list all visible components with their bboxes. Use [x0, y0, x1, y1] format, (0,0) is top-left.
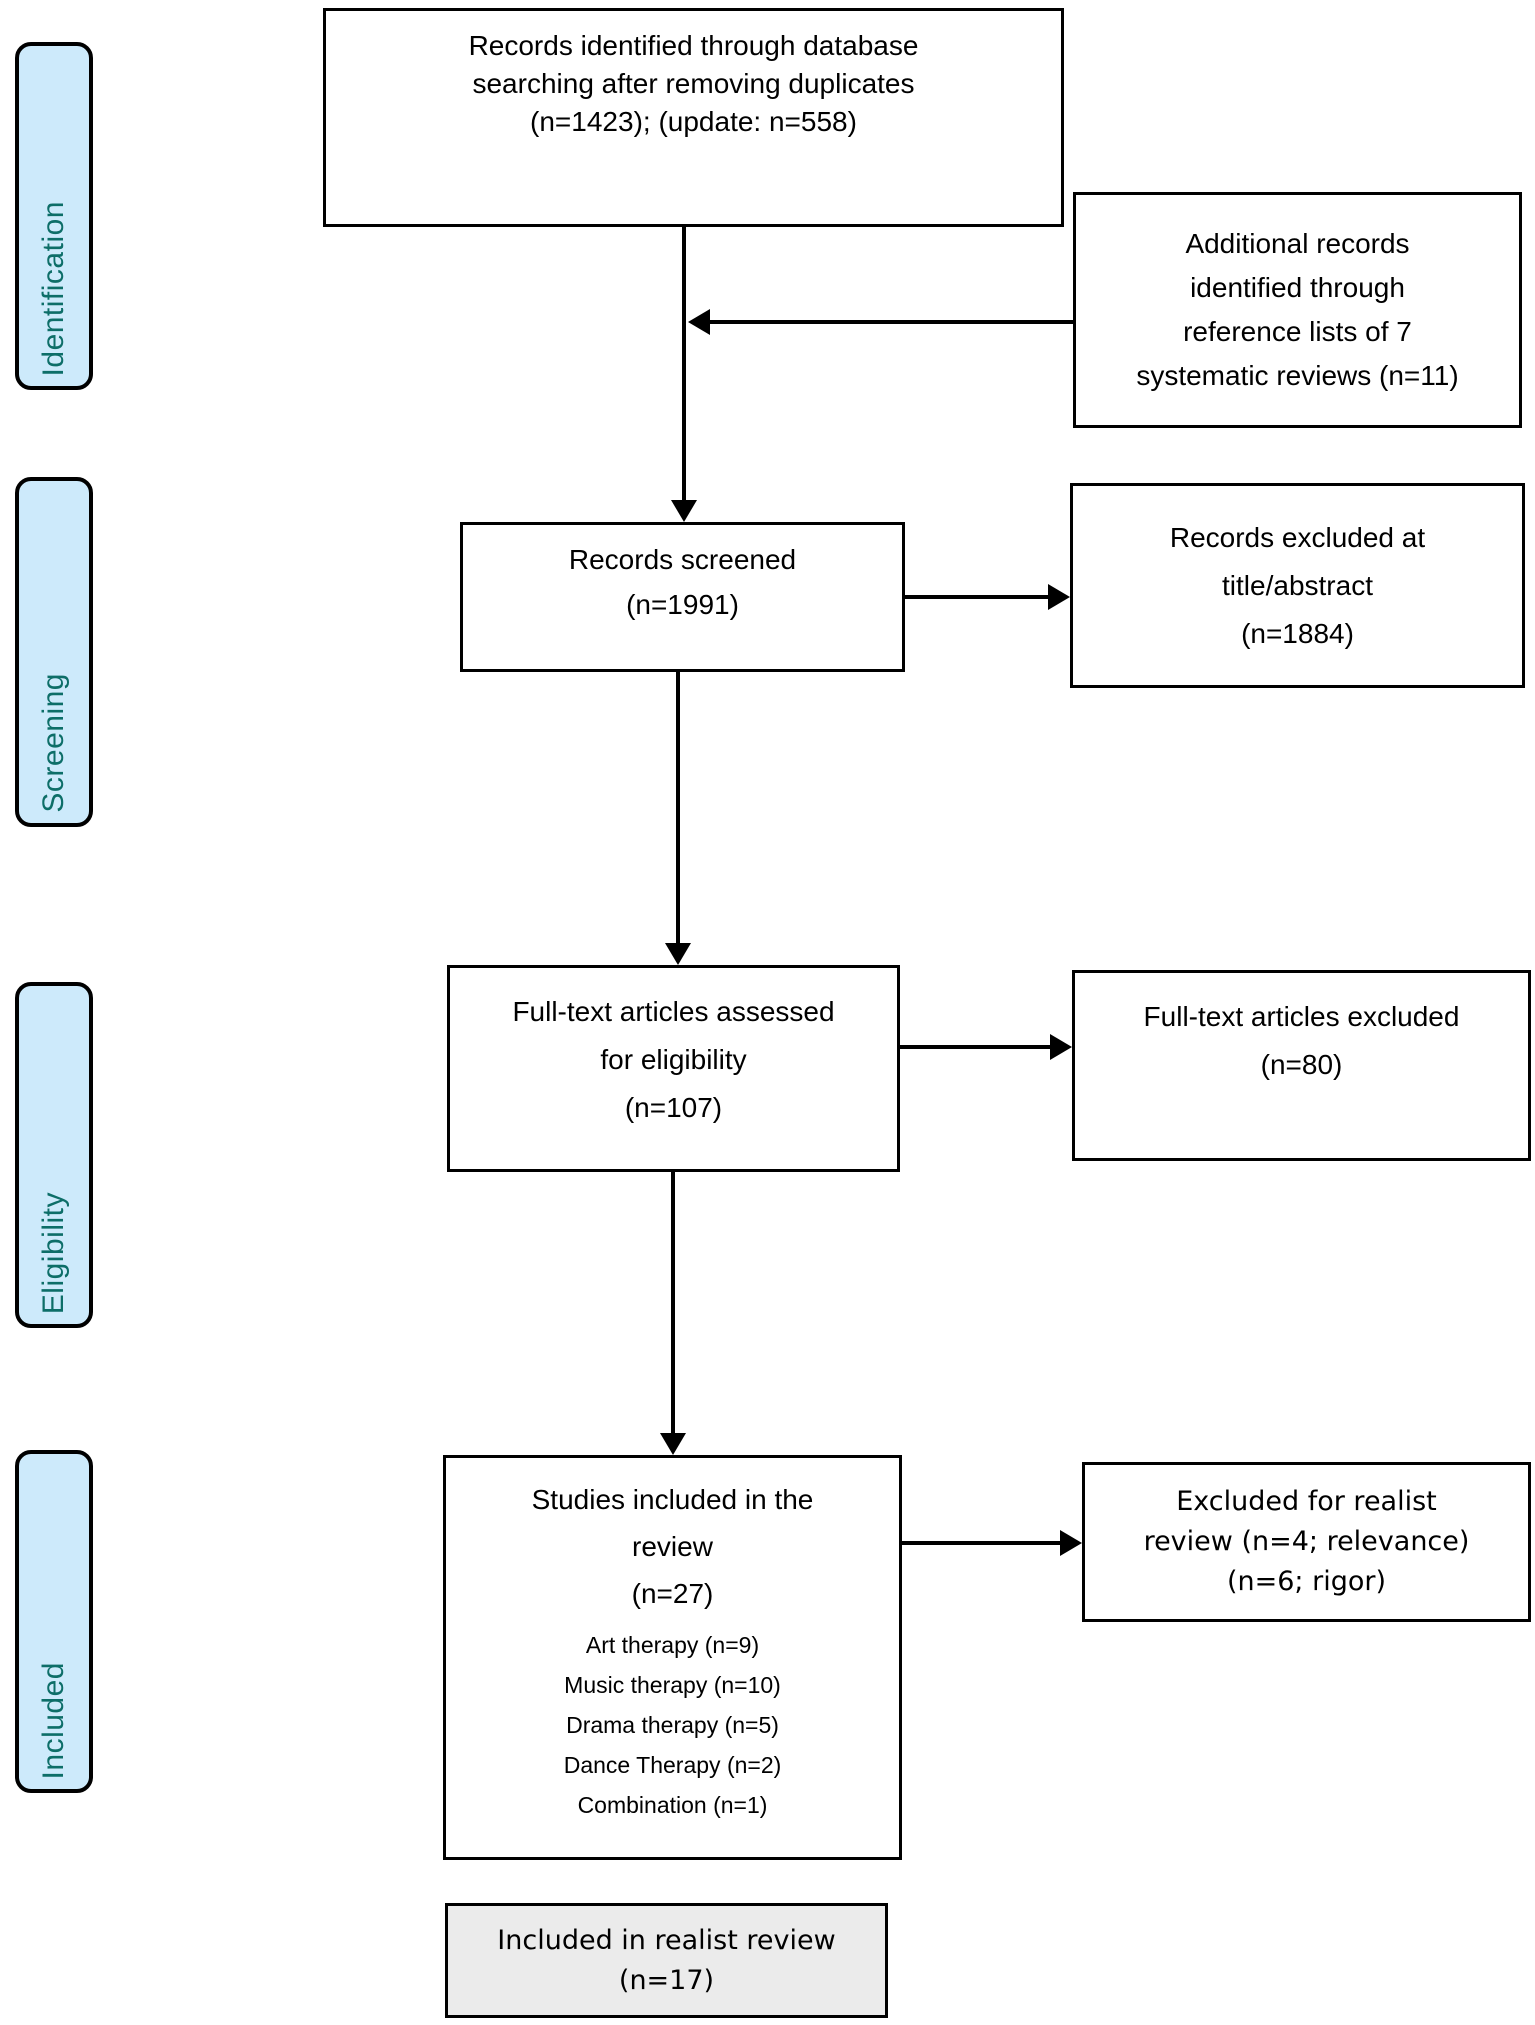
box-fulltext-excluded: Full-text articles excluded (n=80): [1072, 970, 1531, 1161]
text-line: Records identified through database: [468, 30, 919, 61]
arrow-line: [682, 227, 686, 500]
phase-label-identification: Identification: [15, 42, 93, 390]
text-line: Combination (n=1): [577, 1792, 768, 1818]
text-line: (n=107): [624, 1092, 723, 1123]
text-line: Records screened: [568, 544, 797, 575]
text-line: review: [632, 1531, 713, 1562]
text-line: Dance Therapy (n=2): [563, 1752, 782, 1778]
text-line: Drama therapy (n=5): [566, 1712, 779, 1738]
box-additional-records: Additional records identified through re…: [1073, 192, 1522, 428]
arrow-head-down-icon: [660, 1433, 686, 1455]
phase-label-screening: Screening: [15, 477, 93, 827]
phase-label-included: Included: [15, 1450, 93, 1793]
arrow-line: [902, 1541, 1060, 1545]
box-records-screened: Records screened (n=1991): [460, 522, 905, 672]
text-line: (n=27): [631, 1578, 714, 1609]
text-line: (n=1884): [1241, 617, 1354, 649]
text-line: review (n=4; relevance): [1143, 1526, 1470, 1557]
text-line: Studies included in the: [531, 1484, 814, 1515]
arrow-line: [676, 672, 680, 943]
text-line: for eligibility: [600, 1044, 747, 1075]
text-line: Excluded for realist: [1176, 1486, 1437, 1517]
phase-label-text: Included: [37, 1661, 70, 1779]
text-line: Full-text articles excluded: [1143, 1001, 1460, 1032]
text-line: (n=6; rigor): [1226, 1566, 1387, 1597]
arrow-head-right-icon: [1048, 584, 1070, 610]
arrow-line: [905, 595, 1048, 599]
arrow-line: [708, 320, 1073, 324]
text-line: (n=1423); (update: n=558): [530, 106, 857, 137]
text-line: reference lists of 7: [1183, 316, 1412, 347]
text-line: Included in realist review: [497, 1924, 836, 1956]
text-line: identified through: [1190, 272, 1405, 303]
box-included-realist-review: Included in realist review (n=17): [445, 1903, 888, 2018]
arrow-head-right-icon: [1050, 1034, 1072, 1060]
text-line: title/abstract: [1222, 569, 1373, 601]
text-line: Music therapy (n=10): [564, 1672, 781, 1698]
box-records-identified: Records identified through database sear…: [323, 8, 1064, 227]
text-line: Art therapy (n=9): [585, 1632, 760, 1658]
arrow-head-down-icon: [665, 943, 691, 965]
text-line: systematic reviews (n=11): [1136, 360, 1459, 391]
arrow-line: [900, 1045, 1050, 1049]
phase-label-text: Eligibility: [37, 1191, 70, 1314]
phase-label-text: Identification: [37, 200, 70, 376]
text-line: Full-text articles assessed: [512, 996, 835, 1027]
text-line: (n=17): [618, 1964, 715, 1996]
studies-included-breakdown: Art therapy (n=9) Music therapy (n=10) D…: [564, 1625, 782, 1825]
box-excluded-realist-review: Excluded for realist review (n=4; releva…: [1082, 1462, 1531, 1622]
text-line: Additional records: [1185, 228, 1410, 259]
box-records-excluded: Records excluded at title/abstract (n=18…: [1070, 483, 1525, 688]
arrow-head-right-icon: [1060, 1530, 1082, 1556]
box-fulltext-assessed: Full-text articles assessed for eligibil…: [447, 965, 900, 1172]
arrow-line: [671, 1172, 675, 1433]
arrow-head-down-icon: [671, 500, 697, 522]
arrow-head-left-icon: [688, 309, 710, 335]
text-line: (n=80): [1260, 1049, 1343, 1080]
text-line: (n=1991): [626, 589, 739, 620]
phase-label-text: Screening: [37, 673, 70, 813]
phase-label-eligibility: Eligibility: [15, 982, 93, 1328]
text-line: Records excluded at: [1169, 521, 1426, 553]
text-line: searching after removing duplicates: [472, 68, 915, 99]
box-studies-included: Studies included in the review (n=27) Ar…: [443, 1455, 902, 1860]
studies-included-title: Studies included in the review (n=27): [532, 1476, 814, 1617]
